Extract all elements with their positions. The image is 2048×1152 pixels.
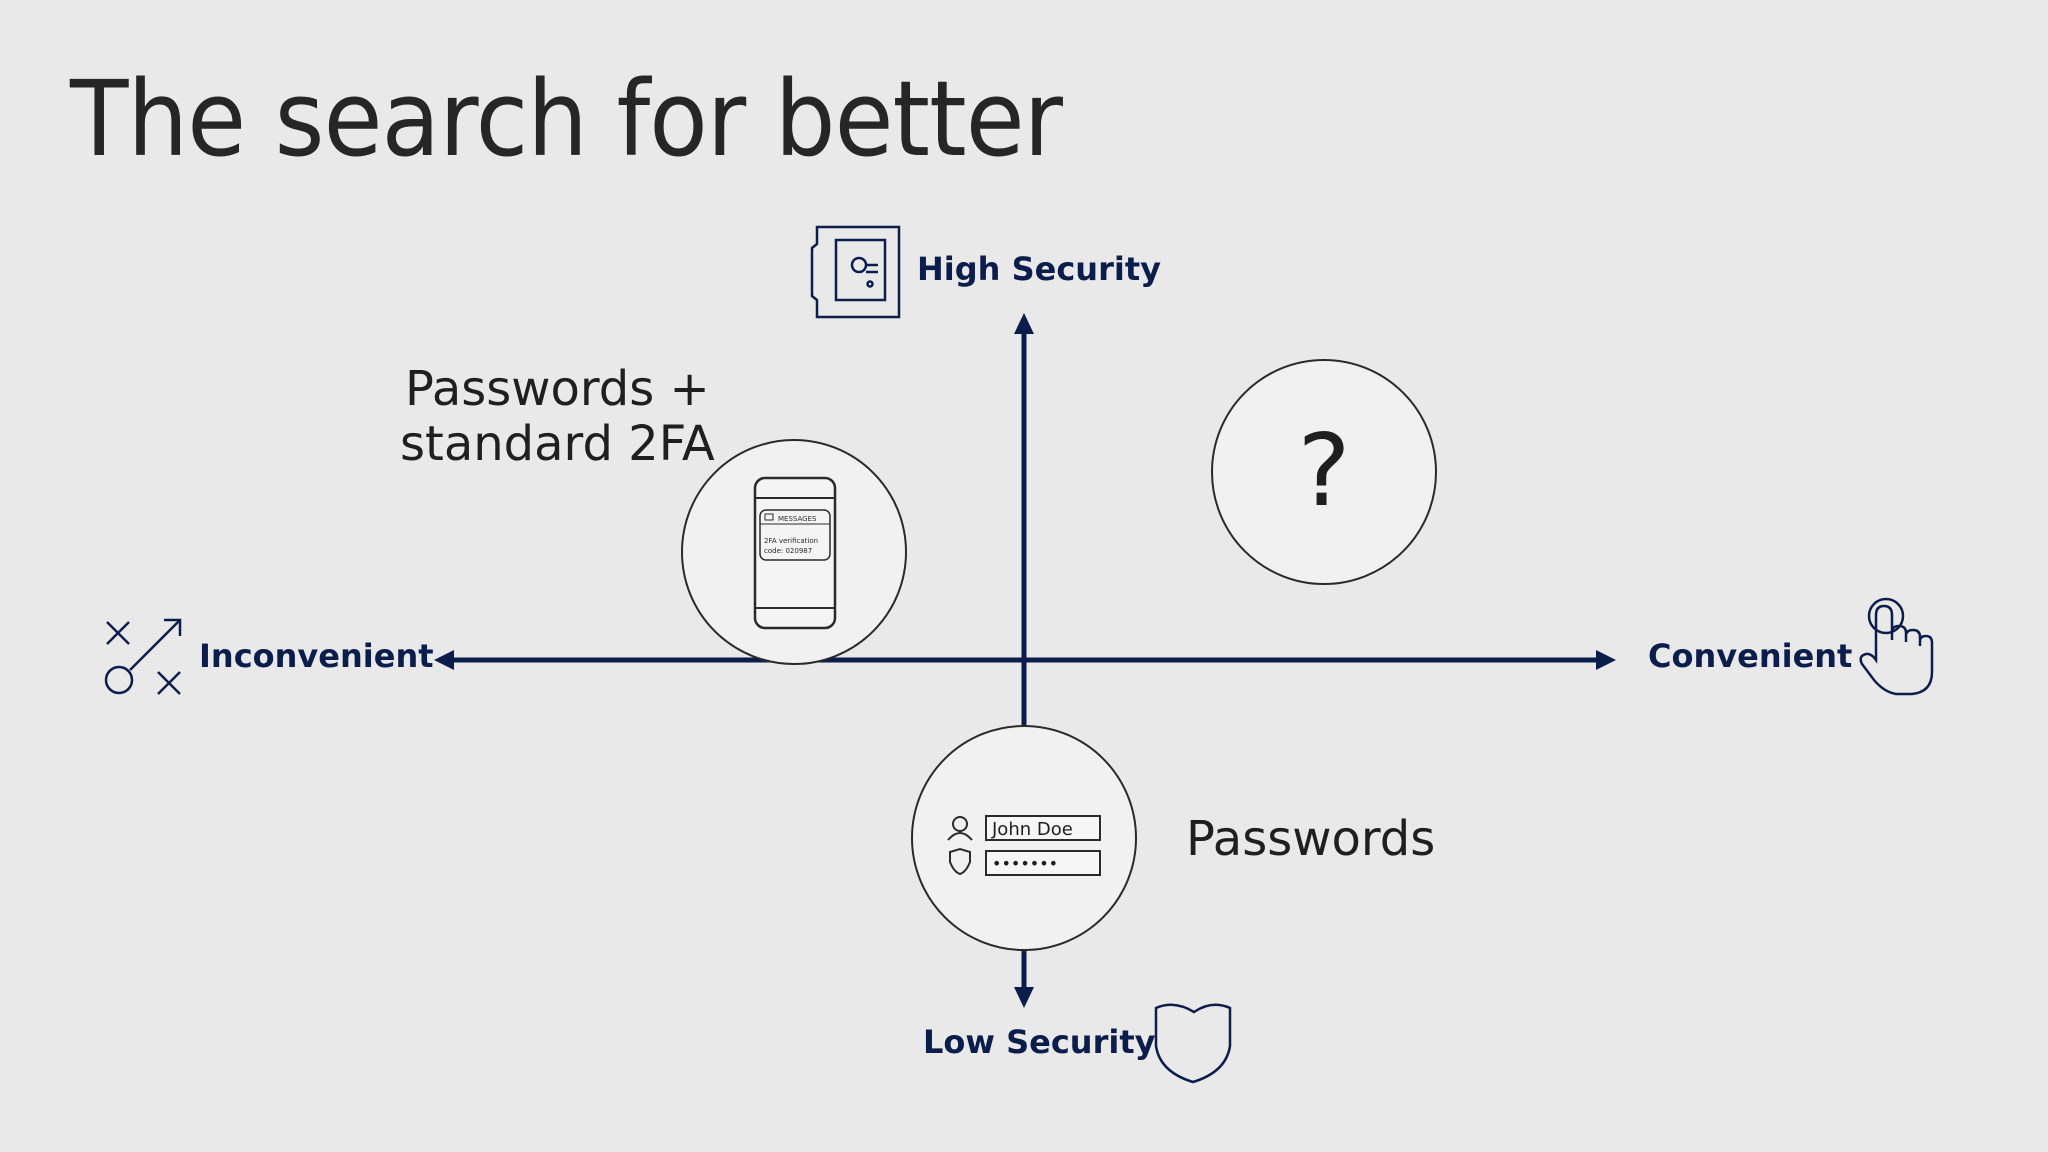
password-value: ••••••• [992,854,1058,873]
passwords-caption: Passwords [1186,811,1436,867]
user-icon [947,816,973,841]
twofa-caption-line-2: standard 2FA [400,416,715,472]
phone-icon: MESSAGES 2FA verification code: 020987 [753,476,837,630]
twofa-circle: MESSAGES 2FA verification code: 020987 [681,439,907,665]
unknown-circle: ? [1211,359,1437,585]
slide-title: The search for better [70,58,1063,180]
bottom-arrowhead [1014,987,1034,1008]
convenient-label: Convenient [1648,637,1853,675]
username-value: John Doe [991,819,1073,840]
phone-line-2: code: 020987 [764,547,812,555]
left-arrowhead [434,650,454,670]
small-shield-icon [949,847,971,876]
right-arrowhead [1596,650,1616,670]
phone-line-1: 2FA verification [764,537,818,545]
password-field [985,850,1101,876]
top-arrowhead [1014,313,1034,334]
shield-icon [1154,1003,1232,1084]
passwords-circle: John Doe ••••••• [911,725,1137,951]
twofa-caption: Passwords + standard 2FA [400,362,715,472]
touch-hand-icon [1859,597,1934,696]
phone-header: MESSAGES [778,515,817,523]
twofa-caption-line-1: Passwords + [405,361,710,417]
low-security-label: Low Security [923,1023,1156,1061]
username-field [985,815,1101,841]
strategy-icon [104,618,182,695]
inconvenient-label: Inconvenient [199,637,434,675]
question-mark: ? [1297,412,1350,529]
high-security-label: High Security [917,250,1161,288]
safe-icon [810,225,901,319]
